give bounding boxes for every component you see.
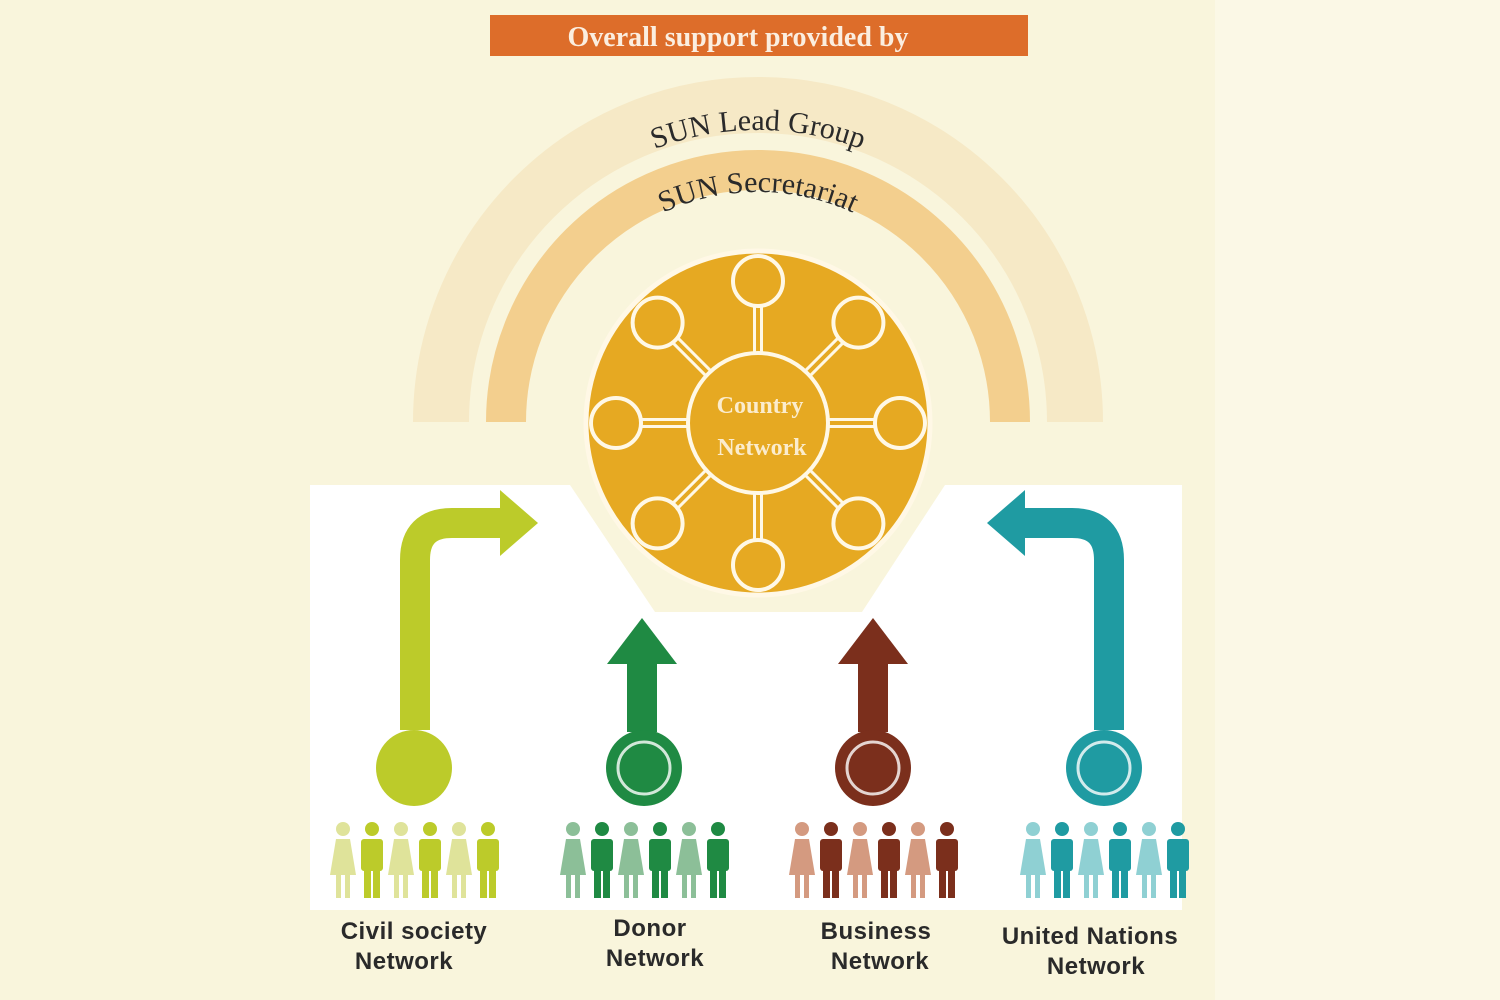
member-node (589, 396, 643, 450)
member-node (873, 396, 927, 450)
white-panel (310, 485, 1182, 910)
network-group (330, 730, 499, 898)
label-line1: Business (820, 918, 932, 945)
person-icon (388, 822, 414, 898)
country-network-core (686, 351, 830, 495)
donor-arrowhead (607, 618, 677, 664)
person-icon (477, 822, 499, 898)
network-spokes (589, 254, 927, 592)
person-icon (560, 822, 586, 898)
spoke-inner (806, 471, 843, 508)
person-icon (878, 822, 900, 898)
civil-society-arrowhead (500, 490, 538, 556)
donor-arrow (627, 662, 657, 732)
icon-glyph (845, 740, 901, 796)
person-icon (618, 822, 644, 898)
icon-glyph (616, 740, 672, 796)
secretariat-arc (486, 150, 1030, 423)
person-icon (649, 822, 671, 898)
member-node (831, 496, 886, 551)
business-arrow (858, 662, 888, 732)
network-group (560, 730, 729, 898)
person-icon (905, 822, 931, 898)
label-line2: Network (1046, 953, 1146, 980)
member-node (630, 295, 685, 350)
person-icon (1020, 822, 1046, 898)
label-line1: United Nations (1001, 923, 1179, 950)
person-icon (820, 822, 842, 898)
person-icon (361, 822, 383, 898)
un-arrowhead (987, 490, 1025, 556)
lead-group-arc (413, 77, 1103, 423)
person-icon (1109, 822, 1131, 898)
person-icon (676, 822, 702, 898)
member-node (831, 295, 886, 350)
person-icon (446, 822, 472, 898)
person-icon (591, 822, 613, 898)
person-icon (1136, 822, 1162, 898)
label-line1: Civil society (340, 918, 488, 945)
label-line2: Network (605, 945, 705, 972)
civil-society-arrow (400, 508, 505, 730)
network-group (1020, 730, 1189, 898)
header-banner (490, 15, 1028, 56)
people-group-icon (376, 730, 452, 806)
person-icon (419, 822, 441, 898)
person-icon (1051, 822, 1073, 898)
person-icon (707, 822, 729, 898)
un-arrow (1020, 508, 1124, 730)
label-line1: Donor (613, 915, 687, 942)
network-group (789, 730, 958, 898)
spoke-inner (806, 338, 843, 375)
label-line2: Network (354, 948, 454, 975)
person-icon (789, 822, 815, 898)
person-icon (1167, 822, 1189, 898)
label-line2: Network (830, 948, 930, 975)
spoke-inner (673, 471, 710, 508)
right-margin (1215, 0, 1500, 1000)
center-line1: Country (717, 393, 804, 419)
header-title: Overall support provided by (568, 22, 909, 53)
member-node (731, 538, 785, 592)
person-icon (1078, 822, 1104, 898)
business-arrowhead (838, 618, 908, 664)
person-icon (936, 822, 958, 898)
icon-glyph (1076, 740, 1132, 796)
member-node (630, 496, 685, 551)
center-line2: Network (717, 435, 807, 461)
member-node (731, 254, 785, 308)
spoke-inner (673, 338, 710, 375)
person-icon (330, 822, 356, 898)
person-icon (847, 822, 873, 898)
